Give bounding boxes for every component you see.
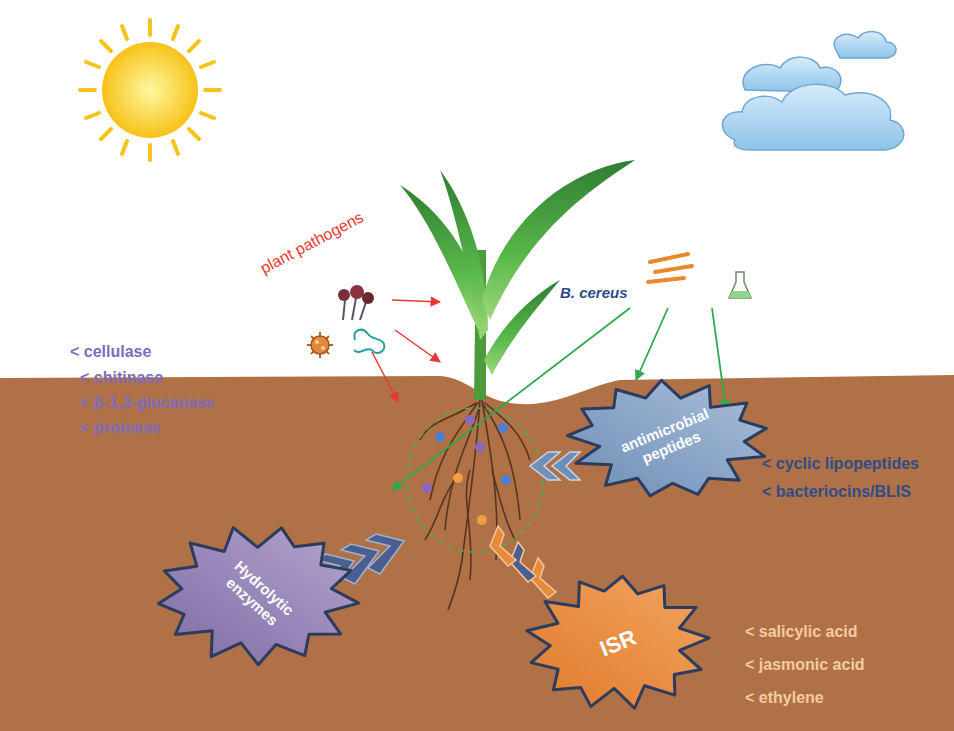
soil xyxy=(0,375,954,731)
isr-item: < ethylene xyxy=(745,688,824,708)
isr-chevrons xyxy=(490,526,556,598)
starburst-node: antimicrobial peptides xyxy=(566,380,770,498)
organism-label: B. cereus xyxy=(560,283,628,303)
peptide-item: < cyclic lipopeptides xyxy=(762,454,919,474)
starburst-node: ISR xyxy=(525,575,710,710)
microbe-dots xyxy=(422,415,511,525)
pathogen-arrows xyxy=(372,300,440,402)
clouds xyxy=(722,32,903,150)
pathogen-icons xyxy=(307,285,384,358)
flask-icon xyxy=(729,272,751,298)
peptide-item: < bacteriocins/BLIS xyxy=(762,482,911,502)
starburst-node: Hydrolytic enzymes xyxy=(156,525,360,665)
enzyme-item: < protease xyxy=(80,418,160,438)
plant xyxy=(400,160,635,400)
isr-item: < salicylic acid xyxy=(745,622,858,642)
roots xyxy=(420,398,530,610)
enzyme-item: < chitinase xyxy=(80,368,163,388)
rhizosphere xyxy=(407,408,543,552)
bacteria-icon xyxy=(648,254,692,282)
sun xyxy=(80,20,220,160)
enzyme-item: < cellulase xyxy=(70,342,151,362)
isr-item: < jasmonic acid xyxy=(745,655,865,675)
pathogen-label: plant pathogens xyxy=(257,207,367,278)
peptide-chevron xyxy=(530,452,580,480)
enzyme-item: < β-1,3-glucanase xyxy=(80,393,215,413)
